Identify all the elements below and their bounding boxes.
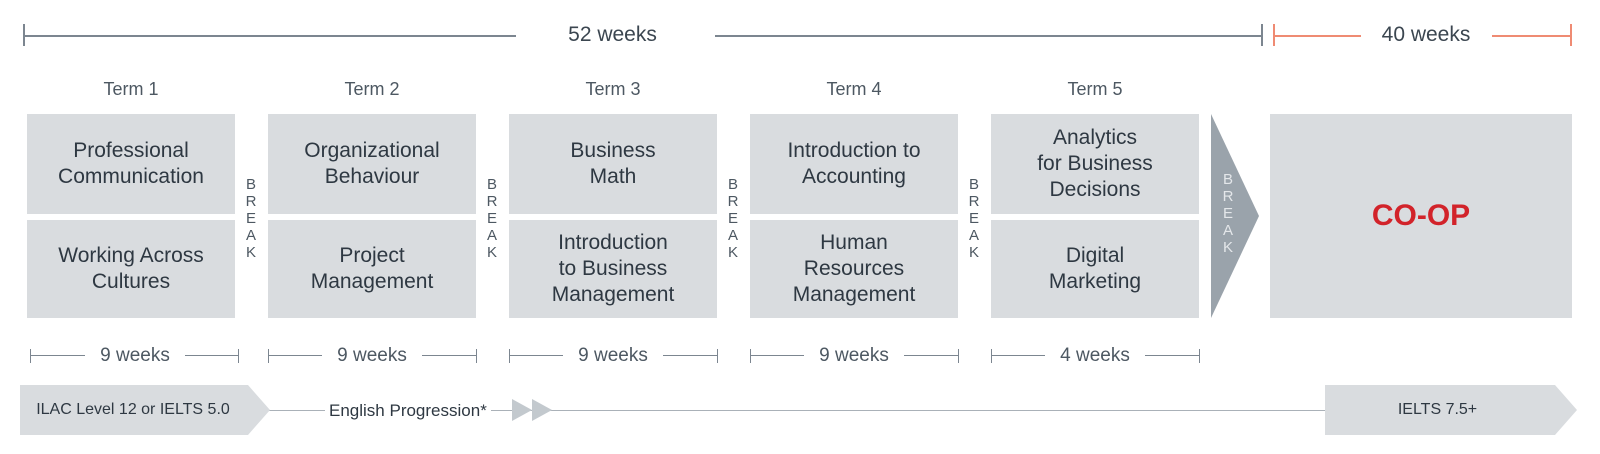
break-letter: B <box>1222 171 1233 188</box>
course-box-intro-business-management: Introduction to Business Management <box>509 220 717 318</box>
break-letter: K <box>245 244 256 261</box>
duration-label-term-3: 9 weeks <box>563 345 663 367</box>
break-letter: E <box>486 210 497 227</box>
break-letter: E <box>727 210 738 227</box>
break-letter: K <box>486 244 497 261</box>
term-5-label: Term 5 <box>1067 79 1123 99</box>
main-span-line-right <box>715 35 1263 37</box>
break-letter: K <box>727 244 738 261</box>
duration-tick <box>958 349 959 363</box>
break-letter: E <box>245 210 256 227</box>
break-letter: A <box>245 227 256 244</box>
break-letter: K <box>1222 239 1233 256</box>
end-level-label: IELTS 7.5+ <box>1397 401 1478 418</box>
end-level-shape <box>1325 385 1577 435</box>
duration-tick <box>238 349 239 363</box>
main-span-line-left <box>23 35 516 37</box>
break-letter: B <box>727 176 738 193</box>
course-box-intro-accounting: Introduction to Accounting <box>750 114 958 214</box>
course-box-project-management: Project Management <box>268 220 476 318</box>
coop-span-line-right <box>1492 35 1572 37</box>
break-letter: B <box>968 176 979 193</box>
coop-span-label: 40 weeks <box>1381 23 1471 46</box>
fast-forward-icon <box>512 399 552 421</box>
term-1-label: Term 1 <box>103 79 159 99</box>
main-span-right-tick <box>1261 24 1263 46</box>
english-progression-label: English Progression* <box>325 401 491 421</box>
coop-span-line-left <box>1273 35 1361 37</box>
course-box-analytics-business-decisions: Analytics for Business Decisions <box>991 114 1199 214</box>
duration-tick <box>268 349 269 363</box>
english-progression-line <box>265 410 1330 411</box>
duration-label-term-1: 9 weeks <box>85 345 185 367</box>
course-box-digital-marketing: Digital Marketing <box>991 220 1199 318</box>
break-letter: R <box>727 193 739 210</box>
break-letter: E <box>968 210 979 227</box>
duration-tick <box>1199 349 1200 363</box>
duration-label-term-4: 9 weeks <box>804 345 904 367</box>
course-box-human-resources-management: Human Resources Management <box>750 220 958 318</box>
term-3-label: Term 3 <box>585 79 641 99</box>
break-letter: R <box>486 193 498 210</box>
coop-span-right-tick <box>1570 24 1572 46</box>
course-box-professional-communication: Professional Communication <box>27 114 235 214</box>
break-letter: B <box>486 176 497 193</box>
break-letter: E <box>1222 205 1233 222</box>
duration-tick <box>717 349 718 363</box>
duration-tick <box>991 349 992 363</box>
break-letter: R <box>968 193 980 210</box>
break-letter: A <box>968 227 979 244</box>
duration-tick <box>750 349 751 363</box>
term-2-label: Term 2 <box>344 79 400 99</box>
break-letter: B <box>245 176 256 193</box>
start-level-label: ILAC Level 12 or IELTS 5.0 <box>36 401 230 418</box>
break-letter: R <box>1222 188 1234 205</box>
main-span-label: 52 weeks <box>568 23 657 46</box>
duration-label-term-5: 4 weeks <box>1045 345 1145 367</box>
start-level-shape <box>20 385 270 435</box>
course-box-business-math: Business Math <box>509 114 717 214</box>
break-letter: A <box>1222 222 1233 239</box>
duration-tick <box>509 349 510 363</box>
break-letter: K <box>968 244 979 261</box>
break-letter: R <box>245 193 257 210</box>
coop-label: CO-OP <box>1371 199 1471 232</box>
term-4-label: Term 4 <box>826 79 882 99</box>
duration-tick <box>30 349 31 363</box>
course-box-organizational-behaviour: Organizational Behaviour <box>268 114 476 214</box>
break-letter: A <box>486 227 497 244</box>
break-arrow-shape <box>1211 114 1259 318</box>
course-box-working-across-cultures: Working Across Cultures <box>27 220 235 318</box>
duration-label-term-2: 9 weeks <box>322 345 422 367</box>
duration-tick <box>476 349 477 363</box>
break-letter: A <box>727 227 738 244</box>
coop-box: CO-OP <box>1270 114 1572 318</box>
